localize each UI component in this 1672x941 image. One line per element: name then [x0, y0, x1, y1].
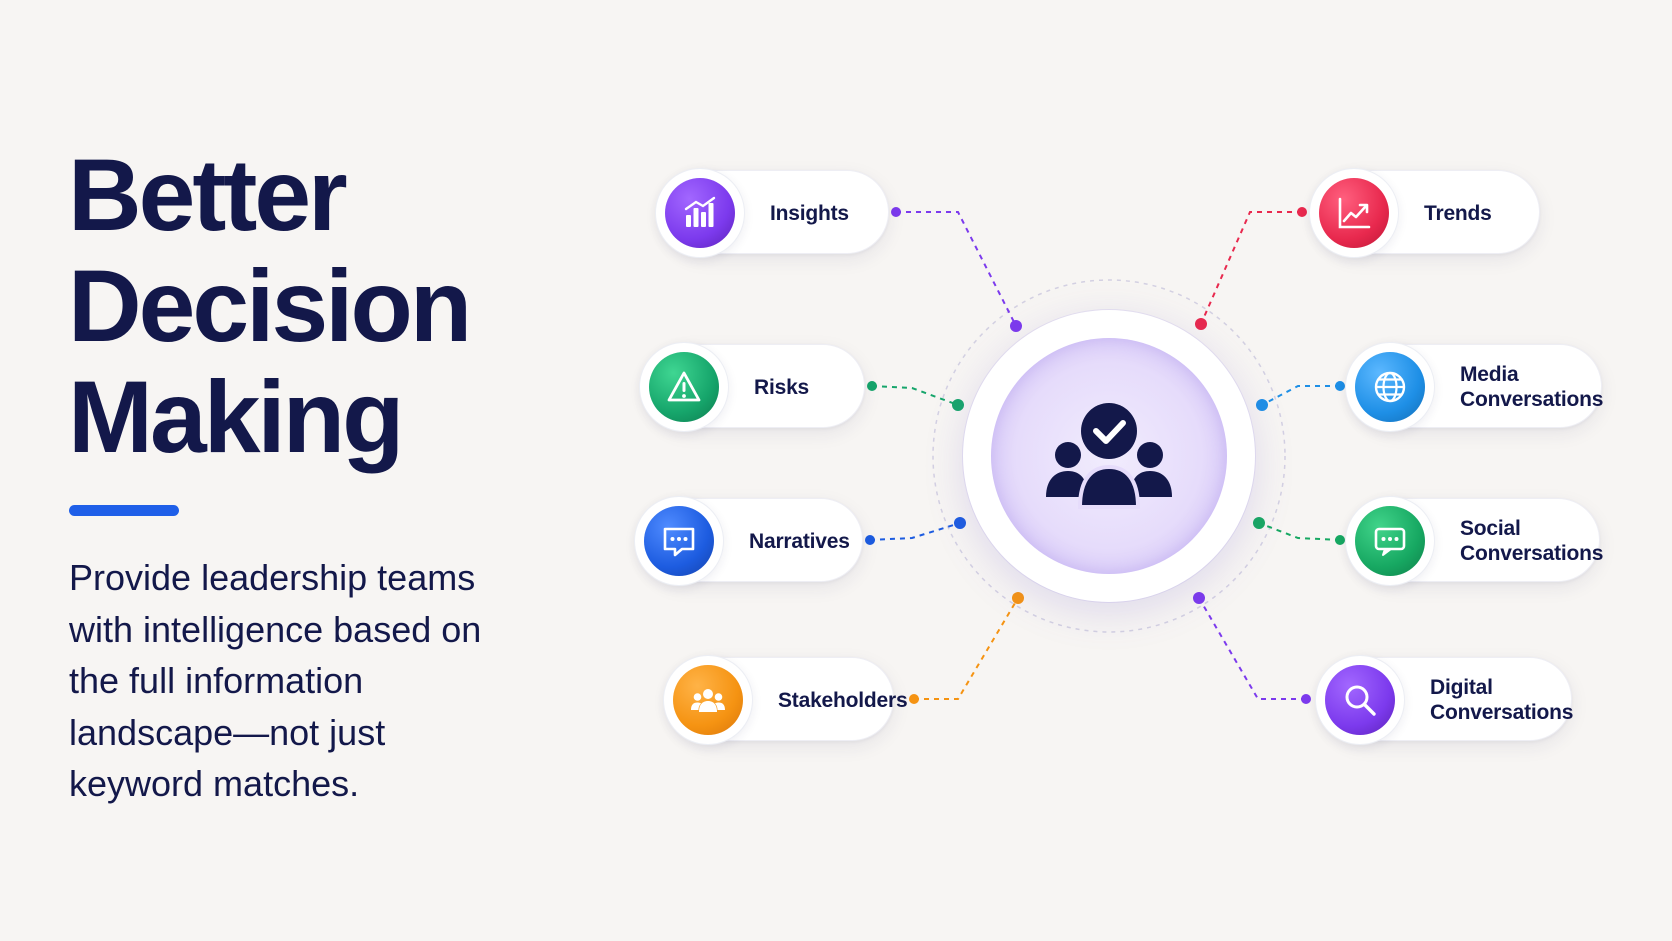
node-label: Trends [1424, 201, 1492, 225]
connector-dot [1195, 318, 1207, 330]
icon-disc [673, 665, 743, 735]
connector-digital [1198, 597, 1306, 700]
node-label-line-1: Digital [1430, 676, 1493, 699]
headline-line-3: Making [68, 360, 404, 474]
node-media-conversations[interactable]: Media Conversations [1345, 342, 1603, 432]
connector-dot [954, 517, 966, 529]
node-label-line-1: Media [1460, 363, 1519, 386]
node-label: Narratives [749, 529, 850, 553]
node-risks[interactable]: Risks [639, 342, 865, 432]
icon-bubble [1345, 342, 1435, 432]
connector-dot [891, 207, 901, 217]
warning-icon [667, 371, 701, 402]
node-label: Digital Conversations [1430, 658, 1573, 742]
bar-chart-icon [684, 196, 716, 227]
icon-disc [1319, 178, 1389, 248]
connector-risks [871, 385, 959, 406]
search-icon [1345, 685, 1376, 716]
node-label-line-2: Conversations [1460, 388, 1604, 411]
globe-icon [1374, 371, 1406, 403]
orbit-ring [932, 279, 1286, 633]
description-line: with intelligence based on [69, 608, 482, 650]
headline-line-2: Decision [68, 249, 472, 363]
connector-dot [952, 399, 964, 411]
headline-line-1: Better [68, 138, 348, 252]
description-line: keyword matches. [69, 763, 360, 804]
connector-dot [867, 381, 877, 391]
connector-media [1261, 385, 1340, 406]
connector-dot [1301, 694, 1311, 704]
connector-dot [1335, 381, 1345, 391]
description-line: the full information [69, 660, 364, 701]
node-label-line-2: Conversations [1430, 701, 1574, 724]
connector-dot [1012, 592, 1024, 604]
connector-narratives [869, 522, 961, 541]
trend-line-icon [1338, 197, 1371, 229]
icon-bubble [1345, 496, 1435, 586]
icon-disc [1325, 665, 1395, 735]
node-stakeholders[interactable]: Stakeholders [663, 655, 908, 745]
connector-dot [865, 535, 875, 545]
icon-disc [665, 178, 735, 248]
node-label-line-1: Social [1460, 517, 1521, 540]
connector-stakeholders [914, 597, 1019, 700]
people-group-icon [691, 689, 725, 712]
connector-insights [896, 211, 1017, 327]
node-label: Media Conversations [1460, 345, 1603, 429]
headline: Better Decision Making [68, 138, 472, 474]
icon-bubble [1309, 168, 1399, 258]
node-label: Social Conversations [1460, 499, 1603, 583]
central-hub [963, 310, 1255, 602]
node-trends[interactable]: Trends [1309, 168, 1540, 258]
node-label: Insights [770, 201, 849, 225]
icon-bubble [634, 496, 724, 586]
node-label: Risks [754, 375, 810, 399]
node-narratives[interactable]: Narratives [634, 496, 863, 586]
message-icon [1374, 527, 1406, 556]
connector-social [1258, 522, 1341, 541]
connector-dot [909, 694, 919, 704]
node-label-line-2: Conversations [1460, 542, 1604, 565]
node-social-conversations[interactable]: Social Conversations [1345, 496, 1603, 586]
description-line: Provide leadership teams [69, 557, 476, 598]
connector-trends [1200, 211, 1302, 325]
hub-core [991, 338, 1227, 574]
description: Provide leadership teams with intelligen… [69, 552, 549, 810]
node-digital-conversations[interactable]: Digital Conversations [1315, 655, 1573, 745]
team-check-icon [1046, 403, 1172, 509]
accent-bar [69, 505, 179, 516]
icon-bubble [639, 342, 729, 432]
icon-disc [649, 352, 719, 422]
icon-bubble [655, 168, 745, 258]
chat-bubble-icon [663, 527, 695, 557]
node-insights[interactable]: Insights [655, 168, 889, 258]
connector-dot [1335, 535, 1345, 545]
node-label: Stakeholders [778, 688, 908, 712]
icon-disc [1355, 506, 1425, 576]
connector-dot [1256, 399, 1268, 411]
connector-dot [1193, 592, 1205, 604]
connector-dot [1297, 207, 1307, 217]
icon-bubble [663, 655, 753, 745]
connector-dot [1253, 517, 1265, 529]
description-line: landscape—not just [69, 711, 386, 753]
icon-disc [1355, 352, 1425, 422]
icon-bubble [1315, 655, 1405, 745]
connector-dot [1010, 320, 1022, 332]
icon-disc [644, 506, 714, 576]
